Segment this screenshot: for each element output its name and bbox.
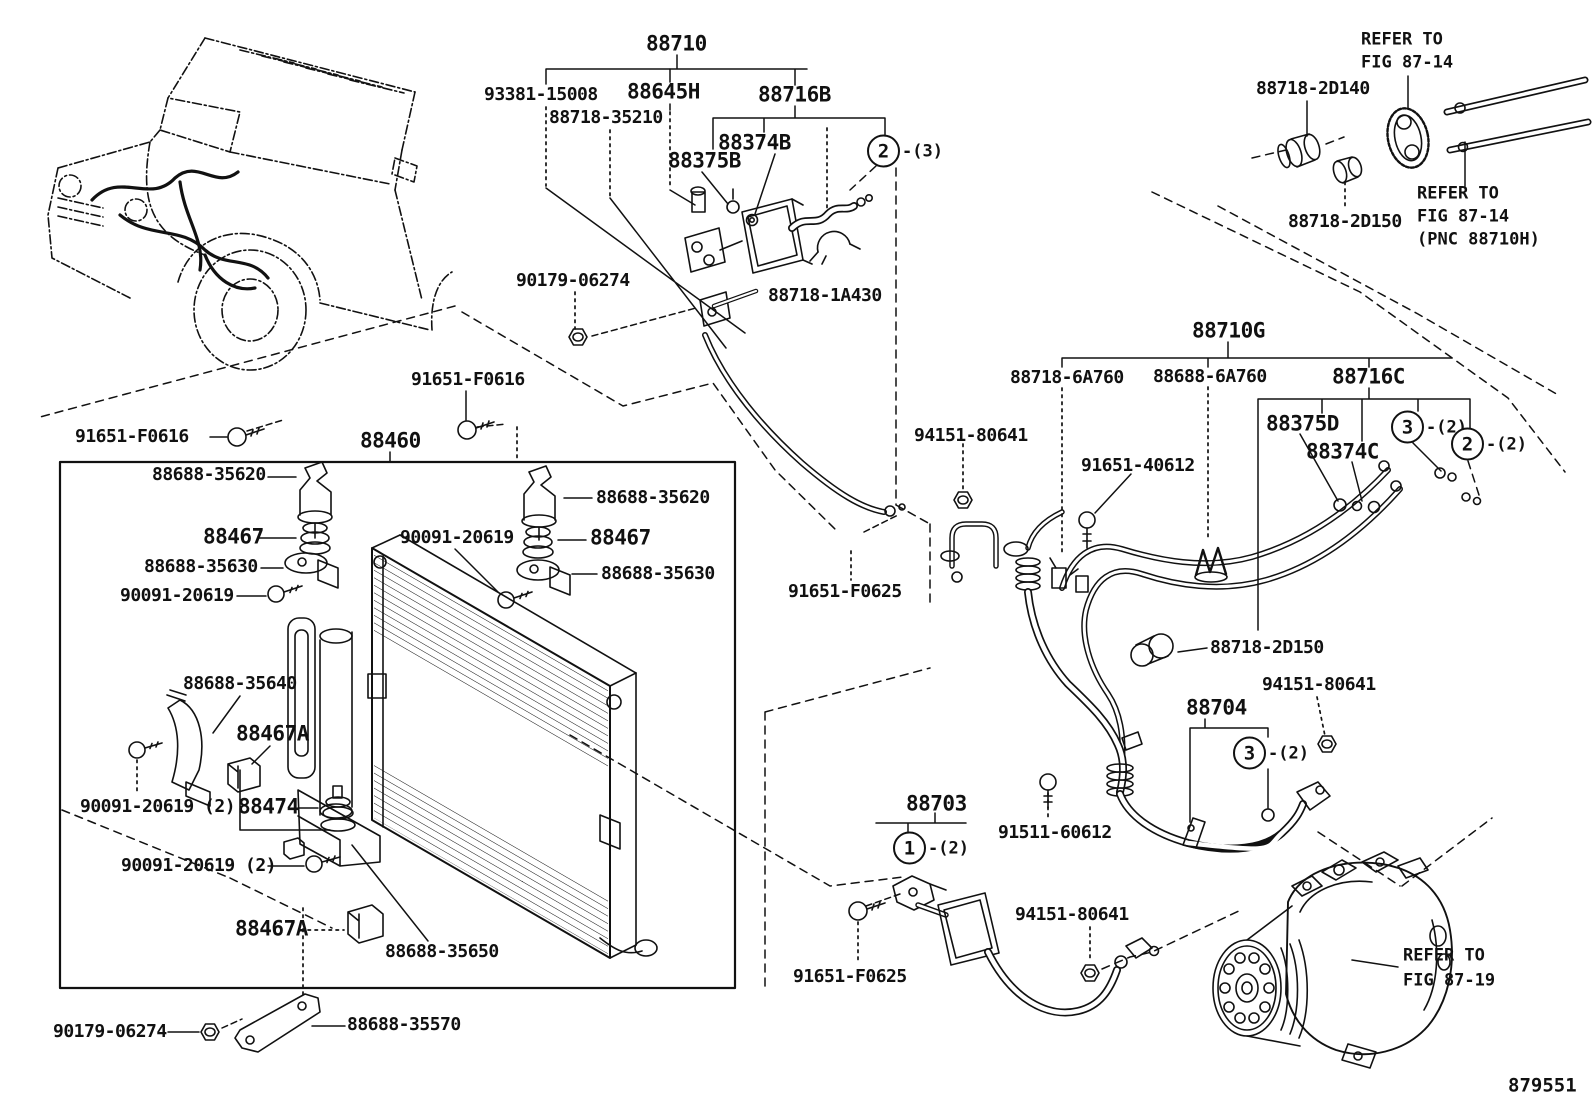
part-label: 88718-6A760 <box>1010 367 1124 388</box>
construction-dashed-lines <box>39 136 1566 991</box>
part-label: 88688-35620 <box>596 487 710 508</box>
leader-lines <box>167 54 1471 1033</box>
callout-number: 3 <box>1233 736 1266 770</box>
callout-number: 2 <box>1451 427 1484 461</box>
right-mount-hardware <box>497 465 571 609</box>
discharge-pipe-assembly <box>684 186 906 517</box>
part-label: 90091-20619 <box>400 527 514 548</box>
part-label: 93381-15008 <box>484 84 598 105</box>
part-label: 88688-35650 <box>385 941 499 962</box>
part-label: 88375D <box>1266 411 1339 436</box>
part-label: 90179-06274 <box>53 1021 167 1042</box>
part-label: 88718-35210 <box>549 107 663 128</box>
callout-number: 3 <box>1391 410 1424 444</box>
part-label: 88716B <box>758 82 831 107</box>
part-label: REFER TO <box>1417 183 1499 204</box>
part-label: 88703 <box>906 791 967 816</box>
dotted-leaders <box>136 106 1346 999</box>
part-label: 88474 <box>238 794 299 819</box>
part-label: 88467A <box>236 721 309 746</box>
part-label: 88467 <box>203 524 264 549</box>
part-label: REFER TO <box>1361 29 1443 50</box>
part-label: 88718-2D150 <box>1210 637 1324 658</box>
part-label: 88688-35640 <box>183 673 297 694</box>
part-label: 91651-40612 <box>1081 455 1195 476</box>
part-label: 88467A <box>235 916 308 941</box>
part-label: 91651-F0625 <box>788 581 902 602</box>
part-label: 90179-06274 <box>516 270 630 291</box>
part-label: 88688-35570 <box>347 1014 461 1035</box>
part-label: (PNC 88710H) <box>1417 229 1540 250</box>
quantity-callout: 2-(3) <box>867 134 943 168</box>
lower-left-brackets <box>128 689 384 944</box>
part-label: 88688-35620 <box>152 464 266 485</box>
short-dashed-leaders <box>221 307 901 1029</box>
part-label: 88374B <box>718 130 791 155</box>
left-mount-hardware <box>267 461 339 603</box>
part-label: 88688-6A760 <box>1153 366 1267 387</box>
part-label: 88718-1A430 <box>768 285 882 306</box>
quantity-callout: 3-(2) <box>1233 736 1309 770</box>
liquid-line-hoses <box>940 460 1482 797</box>
part-label: 88710 <box>646 31 707 56</box>
fasteners-top <box>227 328 588 447</box>
part-label: 94151-80641 <box>1015 904 1129 925</box>
part-label: 88467 <box>590 525 651 550</box>
part-label: FIG 87-14 <box>1361 52 1454 73</box>
part-label: 94151-80641 <box>1262 674 1376 695</box>
callout-count: -(3) <box>902 141 943 161</box>
callout-count: -(2) <box>1486 434 1527 454</box>
part-label: 88374C <box>1306 439 1379 464</box>
part-label: 88718-2D140 <box>1256 78 1370 99</box>
part-label: FIG 87-14 <box>1417 206 1510 227</box>
callout-count: -(2) <box>1268 743 1309 763</box>
part-label: 88718-2D150 <box>1288 211 1402 232</box>
figure-number: 879551 <box>1508 1074 1577 1097</box>
callout-number: 2 <box>867 134 900 168</box>
vehicle-illustration <box>47 37 453 371</box>
part-label: 88688-35630 <box>144 556 258 577</box>
part-label: 90091-20619 <box>120 585 234 606</box>
callout-count: -(2) <box>928 838 969 858</box>
part-label: 91651-F0625 <box>793 966 907 987</box>
part-label: 88704 <box>1186 695 1247 720</box>
compressor <box>1212 851 1453 1069</box>
part-label: 88645H <box>627 79 700 104</box>
part-label: 90091-20619 (2) <box>80 796 236 817</box>
callout-number: 1 <box>893 831 926 865</box>
part-label: 91651-F0616 <box>411 369 525 390</box>
suction-discharge-hoses <box>848 731 1337 1017</box>
part-label: 88460 <box>360 428 421 453</box>
part-label: 88710G <box>1192 318 1265 343</box>
part-label: 91511-60612 <box>998 822 1112 843</box>
part-label: 90091-20619 (2) <box>121 855 277 876</box>
part-label: FIG 87-19 <box>1403 970 1496 991</box>
grommets-and-pipe-ends <box>1277 76 1592 184</box>
part-label: 88716C <box>1332 364 1405 389</box>
bottom-bracket <box>200 993 321 1053</box>
part-label: 94151-80641 <box>914 425 1028 446</box>
part-label: 91651-F0616 <box>75 426 189 447</box>
vehicle-ac-harness <box>90 169 270 291</box>
part-label: 88375B <box>668 148 741 173</box>
part-label: REFER TO <box>1403 945 1485 966</box>
condenser-group-box <box>58 460 737 990</box>
condenser <box>367 534 658 959</box>
quantity-callout: 2-(2) <box>1451 427 1527 461</box>
quantity-callout: 1-(2) <box>893 831 969 865</box>
receiver-drier <box>239 617 356 832</box>
part-label: 88688-35630 <box>601 563 715 584</box>
